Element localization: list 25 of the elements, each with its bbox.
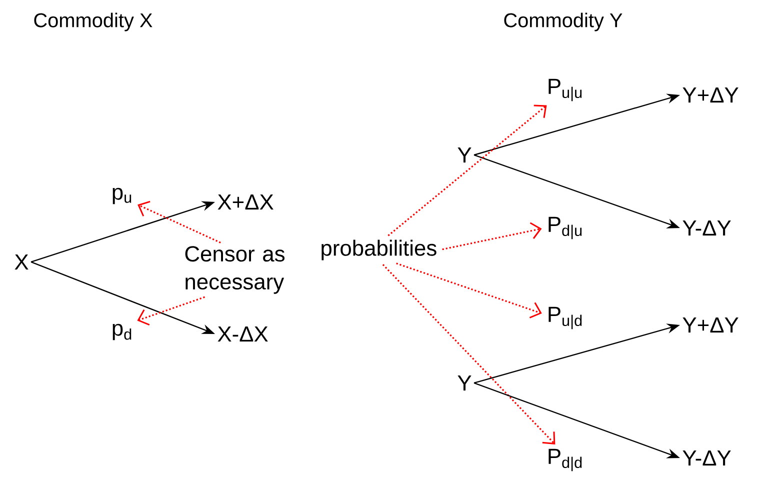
node-label: Y <box>458 147 472 163</box>
heading-text: Commodity X <box>34 12 152 32</box>
probability-label: p$_{d}$ <box>112 324 132 340</box>
outcome-label: X+ΔX <box>218 194 274 210</box>
dotted-arrow <box>137 296 205 326</box>
dotted-arrow <box>442 222 542 250</box>
outcome-label: X-ΔX <box>218 326 268 342</box>
node-label: Y <box>458 375 472 391</box>
node-label: X <box>14 254 28 270</box>
outcome-label: Y+ΔY <box>682 87 738 103</box>
dotted-arrow <box>396 262 542 318</box>
dotted-arrow <box>138 200 221 244</box>
probability-label: p$_{u}$ <box>112 188 132 204</box>
heading-text: Commodity Y <box>504 12 622 32</box>
dotted-arrow <box>388 104 547 236</box>
probability-label: P$_{u|d}$ <box>548 306 582 330</box>
outcome-label: Y-ΔY <box>682 450 731 466</box>
probability-label: P$_{d|u}$ <box>548 216 582 240</box>
outcome-label: Y-ΔY <box>682 220 731 236</box>
probability-label: P$_{d|d}$ <box>548 448 582 472</box>
note-text: probabilities <box>322 240 436 260</box>
outcome-label: Y+ΔY <box>682 317 738 333</box>
probability-label: P$_{u|u}$ <box>548 78 582 102</box>
dotted-arrow <box>382 264 556 444</box>
note-text: Censor as necessary <box>185 246 284 294</box>
